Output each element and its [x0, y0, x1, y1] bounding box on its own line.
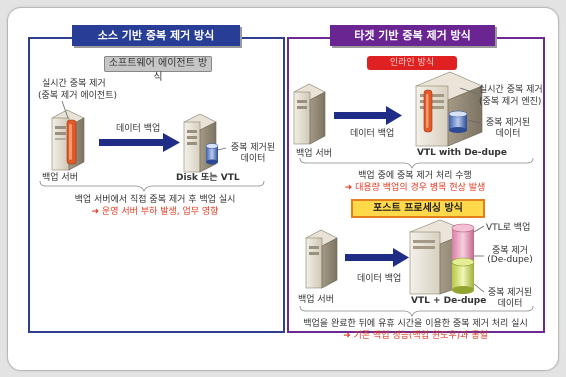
target-based-header: 타겟 기반 중복 제거 방식	[330, 25, 495, 46]
inline-note-warning: ➜ 대용량 백업의 경우 병목 현상 발생	[344, 183, 486, 193]
left-note: 백업 서버에서 직접 중복 제거 후 백업 실시	[74, 195, 236, 205]
agent-caption-line1: 실시간 중복 제거	[42, 79, 106, 89]
inline-backup-server-icon	[293, 83, 326, 145]
vtl-plus-dedupe-label: VTL + De-dupe	[411, 296, 487, 306]
software-agent-label: 소프트웨어 에이전트 방식	[104, 56, 212, 83]
inline-disk-leader-line	[467, 119, 481, 124]
post-backup-server-label: 백업 서버	[298, 295, 334, 305]
left-backup-server-label: 백업 서버	[42, 173, 78, 183]
left-data-backup-label: 데이터 백업	[116, 124, 161, 134]
post-backup-arrow-icon	[345, 248, 409, 267]
inline-method-label: 인라인 방식	[367, 56, 457, 70]
vtl-with-dedupe-label: VTL with De-dupe	[417, 148, 507, 158]
agent-caption-line2: (중복 제거 에이전트)	[38, 91, 117, 101]
inline-dedupe-disk-icon	[448, 110, 468, 133]
source-based-header: 소스 기반 중복 제거 방식	[72, 25, 240, 46]
dedupe-process-label-2: (De-dupe)	[487, 255, 533, 265]
left-note-warning: ➜ 운영 서버 부하 발생, 업무 영향	[91, 207, 219, 217]
inline-note-bracket	[299, 157, 534, 170]
agent-leader-line	[61, 100, 69, 119]
inline-dedupe-data-label-1: 중복 제거된	[485, 118, 531, 128]
post-note: 백업을 완료한 뒤에 유휴 시간을 이용한 중복 제거 처리 실시	[303, 319, 528, 329]
inline-realtime-line2: (중복 제거 엔진)	[479, 97, 542, 107]
vtl-backup-label: VTL로 백업	[486, 223, 531, 233]
inline-backup-server-label: 백업 서버	[296, 149, 332, 159]
post-dedupe-data-label-2: 데이터	[497, 299, 523, 309]
vtl-backup-cylinder-icon	[451, 223, 475, 262]
left-dedupe-data-label-2: 데이터	[240, 154, 266, 164]
inline-backup-arrow-icon	[334, 106, 402, 125]
inline-dedupe-data-label-2: 데이터	[495, 129, 521, 139]
inline-realtime-line1: 실시간 중복 제거	[479, 85, 543, 95]
inline-engine-leader-line	[459, 87, 479, 95]
dedupe-engine-icon	[423, 89, 433, 133]
vtl-backup-leader-line	[473, 225, 485, 233]
post-dedupe-data-label-1: 중복 제거된	[487, 288, 533, 298]
post-note-warning: ➜ 기존 백업 성능(백업 윈도우)과 동일	[343, 331, 488, 341]
left-disk-leader-line	[217, 147, 227, 151]
dedupe-cylinder-icon	[451, 257, 475, 294]
left-backup-arrow-icon	[99, 133, 180, 152]
left-dedupe-disk-icon	[205, 143, 219, 165]
left-dedupe-data-label-1: 중복 제거된	[230, 143, 276, 153]
post-note-bracket	[299, 305, 534, 318]
dedupe-process-label-1: 중복 제거	[492, 246, 528, 256]
inline-data-backup-label: 데이터 백업	[350, 129, 395, 139]
post-backup-server-icon	[305, 229, 338, 289]
inline-note: 백업 중에 중복 제거 처리 수행	[358, 171, 472, 181]
dedupe-agent-icon	[66, 119, 77, 165]
left-note-bracket	[39, 180, 265, 193]
post-processing-label: 포스트 프로세싱 방식	[351, 199, 485, 218]
post-data-backup-label: 데이터 백업	[357, 274, 402, 284]
post-disk-leader-line	[473, 283, 485, 293]
disk-or-vtl-label: Disk 또는 VTL	[176, 173, 240, 183]
